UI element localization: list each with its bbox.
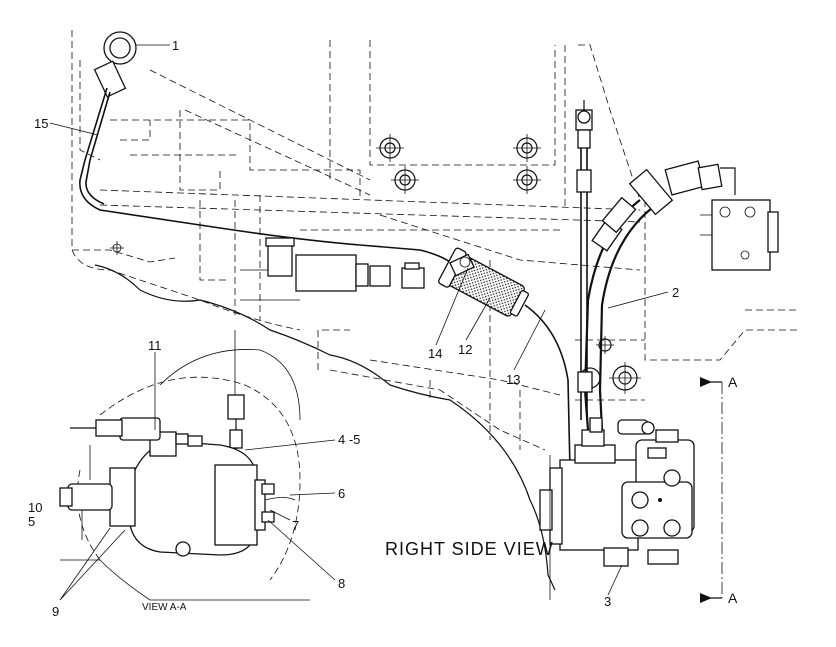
callout-14: 14 — [428, 346, 442, 361]
section-line-aa — [700, 377, 723, 603]
chassis-outline — [71, 30, 800, 451]
elbow-fittings-upper-right — [628, 160, 779, 271]
gauge-line — [575, 100, 593, 420]
callout-1: 1 — [172, 38, 179, 53]
fitting-1 — [93, 31, 137, 98]
hose-15 — [79, 87, 451, 263]
callout-3: 3 — [604, 594, 611, 609]
callout-10: 10 — [28, 500, 42, 515]
callout-15: 15 — [34, 116, 48, 131]
callout-8: 8 — [338, 576, 345, 591]
view-aa-detail — [59, 330, 310, 601]
section-marker-bottom: A — [728, 590, 738, 606]
pump-3 — [539, 417, 695, 600]
right-side-view-title: RIGHT SIDE VIEW — [385, 539, 554, 559]
callout-4-5: 4 -5 — [338, 432, 360, 447]
break-line — [94, 264, 556, 591]
callout-6: 6 — [338, 486, 345, 501]
callout-labels: 1 15 2 3 14 12 13 11 4 -5 6 7 8 9 10 5 — [28, 38, 679, 619]
callout-7: 7 — [292, 518, 299, 533]
callout-13: 13 — [506, 372, 520, 387]
callout-11: 11 — [148, 338, 162, 353]
callout-leaders — [49, 44, 669, 601]
view-titles: RIGHT SIDE VIEW VIEW A-A A A — [142, 374, 738, 613]
callout-9: 9 — [52, 604, 59, 619]
callout-2: 2 — [672, 285, 679, 300]
hose-2 — [583, 196, 653, 431]
view-aa-title: VIEW A-A — [142, 602, 187, 613]
valve-block-center — [240, 237, 425, 301]
callout-12: 12 — [458, 342, 472, 357]
filter-12 — [438, 247, 530, 317]
section-marker-top: A — [728, 374, 738, 390]
callout-5: 5 — [28, 514, 35, 529]
